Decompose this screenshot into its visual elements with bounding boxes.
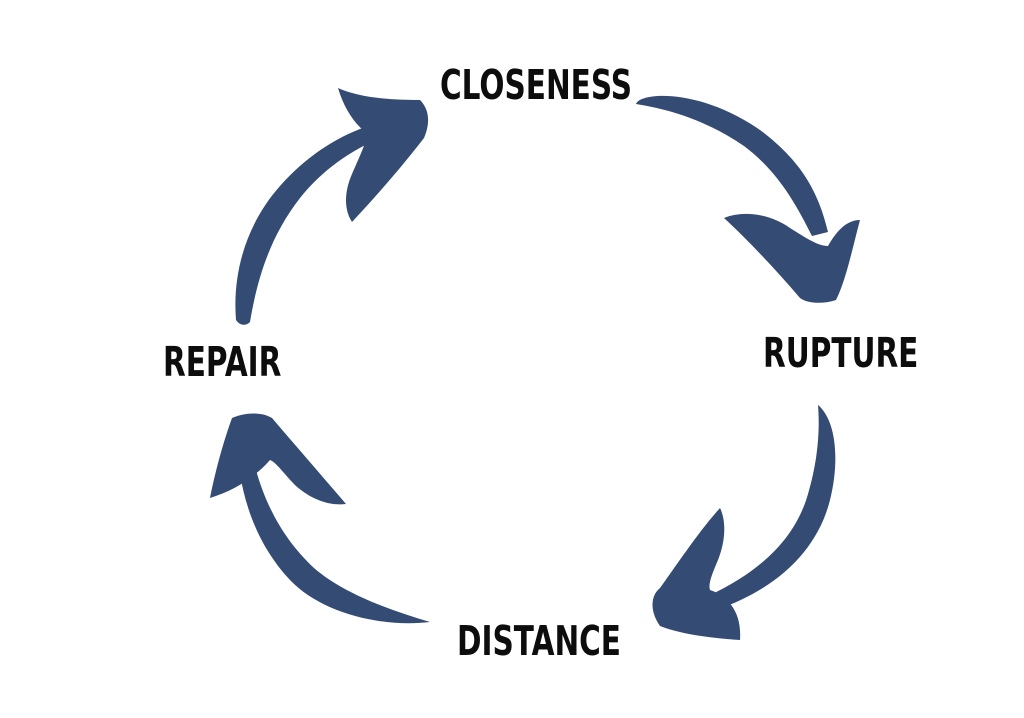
arrow-head [652,508,741,640]
stage-label-repair: REPAIR [163,338,282,386]
arrow-shaft [708,405,836,610]
arrow-distance-to-repair [210,413,430,624]
arrow-shaft [235,120,392,325]
arrow-shaft [636,95,828,237]
arrow-head [338,88,429,222]
stage-label-distance: DISTANCE [457,617,621,665]
stage-label-closeness: CLOSENESS [440,61,633,109]
arrow-head [724,213,860,303]
arrow-shaft [240,470,430,624]
stage-label-rupture: RUPTURE [763,329,919,377]
arrow-closeness-to-rupture [636,95,860,303]
arrow-rupture-to-distance [652,405,836,640]
arrow-head [210,413,346,505]
arrow-repair-to-closeness [235,88,429,325]
